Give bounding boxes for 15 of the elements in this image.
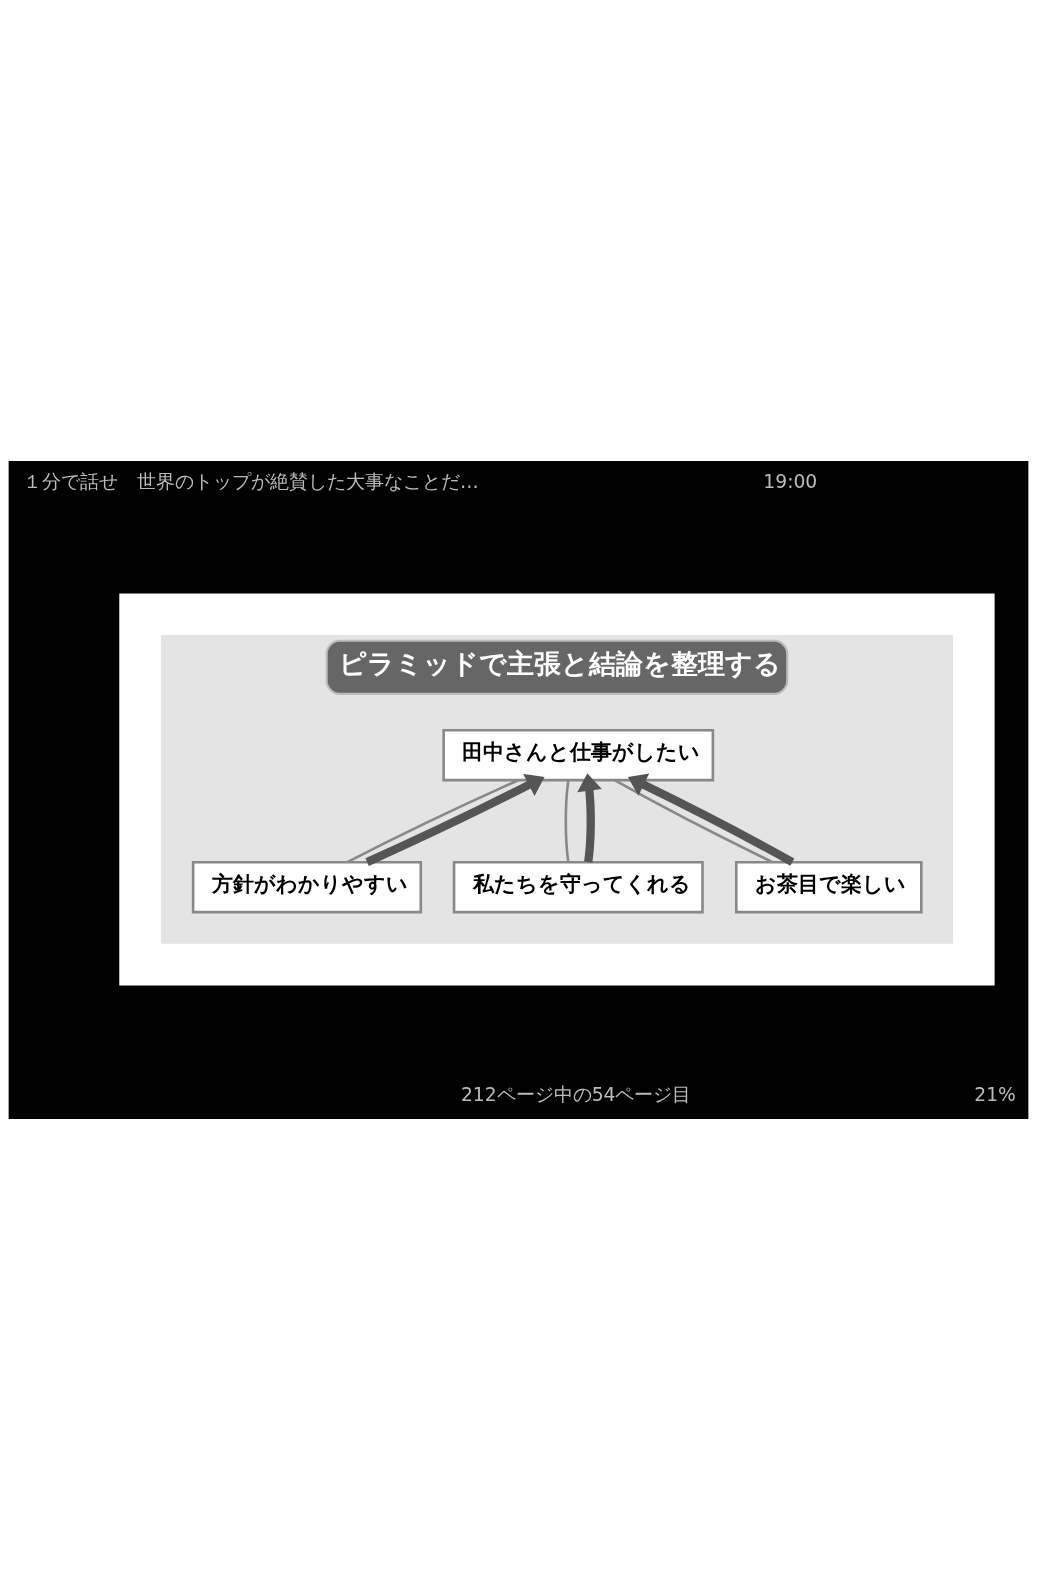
- connector: [613, 779, 773, 864]
- label: 21%: [974, 1083, 1016, 1105]
- arrow: [627, 773, 795, 866]
- connector: [564, 780, 570, 863]
- node-box: 方針がわかりやすい: [191, 860, 423, 914]
- label: １分で話せ 世界のトップが絶賛した大事なことだ…: [22, 471, 479, 493]
- node-box: 私たちを守ってくれる: [452, 860, 704, 914]
- arrow: [365, 773, 545, 866]
- label: 19:00: [763, 471, 818, 493]
- label: 212ページ中の54ページ目: [460, 1083, 692, 1105]
- node-box: 田中さんと仕事がしたい: [442, 728, 715, 782]
- node-box: お茶目で楽しい: [734, 860, 923, 914]
- cluster: [119, 593, 995, 986]
- connector: [346, 779, 519, 864]
- arrow: [577, 773, 602, 863]
